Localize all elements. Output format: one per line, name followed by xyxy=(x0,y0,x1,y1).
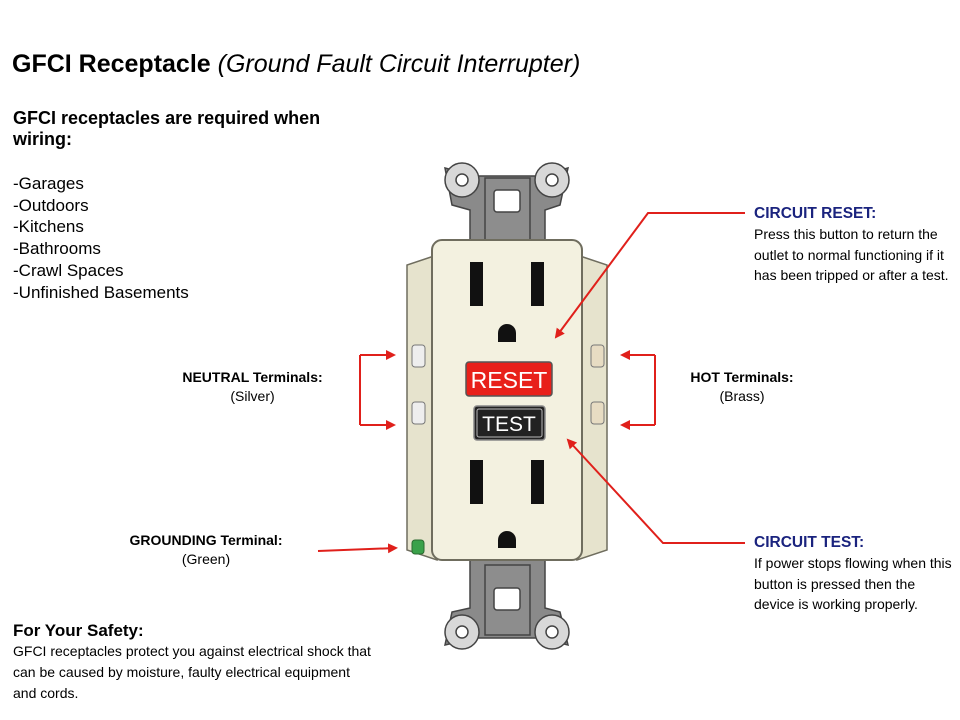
grounding-arrow xyxy=(317,543,398,554)
circuit-test-callout: CIRCUIT TEST: If power stops flowing whe… xyxy=(754,533,959,615)
circuit-reset-title: CIRCUIT RESET: xyxy=(754,205,877,222)
reset-button[interactable]: RESET xyxy=(465,361,553,397)
title-main: GFCI Receptacle xyxy=(12,50,211,78)
hot-terminals-label: HOT Terminals: (Brass) xyxy=(672,368,812,406)
list-item: -Outdoors xyxy=(13,195,89,215)
hot-terminals-color: (Brass) xyxy=(719,388,765,404)
list-item: -Unfinished Basements xyxy=(13,282,189,302)
list-item: -Crawl Spaces xyxy=(13,260,124,280)
top-outlet xyxy=(470,262,544,342)
top-mounting-strap xyxy=(444,162,570,249)
hot-terminals-title: HOT Terminals: xyxy=(690,369,794,385)
requirements-heading: GFCI receptacles are required when wirin… xyxy=(13,108,321,149)
hot-bracket-arrow xyxy=(620,350,656,430)
receptacle-face xyxy=(431,239,583,561)
grounding-terminal-color: (Green) xyxy=(181,551,231,567)
neutral-terminals-title: NEUTRAL Terminals: xyxy=(182,369,323,385)
circuit-reset-callout: CIRCUIT RESET: Press this button to retu… xyxy=(754,204,959,286)
test-callout-arrow xyxy=(566,438,745,544)
grounding-terminal-title: GROUNDING Terminal: xyxy=(129,532,283,548)
neutral-bracket-arrow xyxy=(359,350,396,430)
hot-terminal-screw-top xyxy=(590,344,605,368)
list-item: -Bathrooms xyxy=(13,239,101,259)
neutral-terminal-screw-top xyxy=(411,344,426,368)
list-item: -Garages xyxy=(13,174,84,193)
test-button[interactable]: TEST xyxy=(473,405,546,441)
grounding-terminal-screw xyxy=(411,539,425,555)
safety-note: For Your Safety: GFCI receptacles protec… xyxy=(13,621,373,704)
title-subtitle: (Ground Fault Circuit Interrupter) xyxy=(217,50,581,78)
neutral-terminals-label: NEUTRAL Terminals: (Silver) xyxy=(160,368,345,406)
reset-button-label: RESET xyxy=(471,367,548,393)
requirements-list: -Garages -Outdoors -Kitchens -Bathrooms … xyxy=(13,173,189,303)
circuit-test-description: If power stops flowing when this button … xyxy=(754,555,952,612)
bottom-mounting-strap xyxy=(444,559,570,650)
circuit-test-title: CIRCUIT TEST: xyxy=(754,534,865,551)
grounding-terminal-label: GROUNDING Terminal: (Green) xyxy=(110,531,302,569)
reset-callout-arrow xyxy=(554,212,745,339)
hot-terminal-screw-bottom xyxy=(590,401,605,425)
list-item: -Kitchens xyxy=(13,217,84,237)
page-title: GFCI Receptacle (Ground Fault Circuit In… xyxy=(12,50,580,79)
test-button-label: TEST xyxy=(482,413,536,436)
safety-text: GFCI receptacles protect you against ele… xyxy=(13,643,371,701)
bottom-outlet xyxy=(470,460,544,548)
neutral-terminals-color: (Silver) xyxy=(230,388,275,404)
neutral-terminal-screw-bottom xyxy=(411,401,426,425)
circuit-reset-description: Press this button to return the outlet t… xyxy=(754,226,949,283)
safety-heading: For Your Safety: xyxy=(13,621,144,640)
